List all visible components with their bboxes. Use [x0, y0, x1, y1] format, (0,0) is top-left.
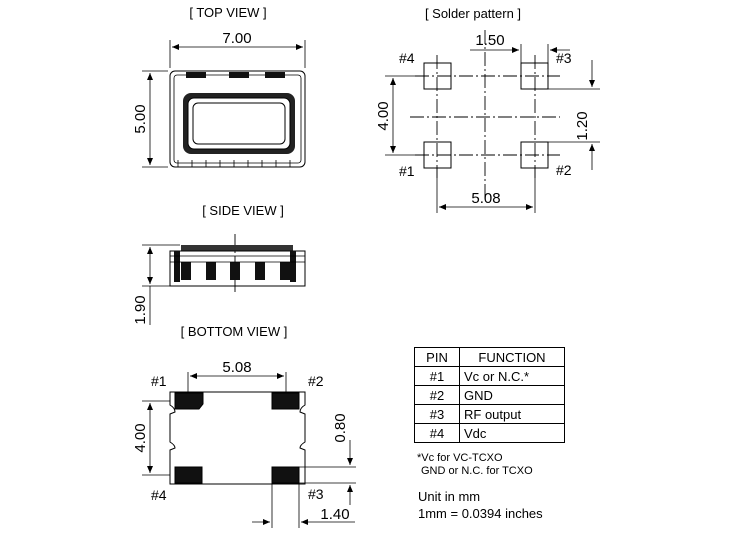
unit-note: Unit in mm: [418, 489, 481, 504]
solder-title: [ Solder pattern ]: [425, 6, 521, 21]
function-cell: Vdc: [459, 423, 565, 443]
solder-height-dim: 4.00: [375, 101, 392, 130]
pin-function-table: PIN FUNCTION #1 Vc or N.C.* #2 GND #3 RF…: [414, 347, 565, 443]
top-height-dim: 5.00: [132, 104, 149, 133]
side-height-dim: 1.90: [132, 295, 149, 324]
unit-conversion: 1mm = 0.0394 inches: [418, 506, 543, 521]
bottom-pitch-dim: 5.08: [222, 359, 251, 376]
bottom-pin2-label: #2: [308, 373, 324, 389]
pin-cell: #3: [414, 404, 460, 424]
footnote-gnd: GND or N.C. for TCXO: [421, 465, 533, 477]
solder-pitch-top-dim: 1.50: [475, 32, 504, 49]
function-column-header: FUNCTION: [459, 347, 565, 367]
solder-pin3-label: #3: [556, 50, 572, 66]
bottom-pad-height-dim: 0.80: [332, 413, 349, 442]
table-row: #1 Vc or N.C.*: [414, 366, 565, 386]
table-header-row: PIN FUNCTION: [414, 347, 565, 367]
side-view-title: [ SIDE VIEW ]: [202, 203, 284, 218]
top-view-title: [ TOP VIEW ]: [189, 5, 266, 20]
bottom-pin4-label: #4: [151, 487, 167, 503]
function-cell: RF output: [459, 404, 565, 424]
bottom-height-dim: 4.00: [132, 423, 149, 452]
table-row: #3 RF output: [414, 404, 565, 424]
solder-pin1-label: #1: [399, 163, 415, 179]
pin-cell: #2: [414, 385, 460, 405]
top-width-dim: 7.00: [222, 30, 251, 47]
pin-cell: #4: [414, 423, 460, 443]
bottom-view: [ BOTTOM VIEW ] 5.08 4.00 0.80 1.40 #1 #…: [132, 324, 356, 528]
function-cell: Vc or N.C.*: [459, 366, 565, 386]
bottom-pin1-label: #1: [151, 373, 167, 389]
solder-pitch-bottom-dim: 5.08: [471, 190, 500, 207]
bottom-view-title: [ BOTTOM VIEW ]: [181, 324, 288, 339]
top-view: [ TOP VIEW ] 7.00 5.00: [132, 5, 306, 168]
table-row: #2 GND: [414, 385, 565, 405]
pin-cell: #1: [414, 366, 460, 386]
pin-column-header: PIN: [414, 347, 460, 367]
table-row: #4 Vdc: [414, 423, 565, 443]
solder-pin2-label: #2: [556, 162, 572, 178]
function-cell: GND: [459, 385, 565, 405]
bottom-pad-width-dim: 1.40: [320, 506, 349, 523]
solder-pad-dim: 1.20: [574, 111, 591, 140]
footnote-vc: *Vc for VC-TCXO: [417, 452, 503, 464]
side-view: [ SIDE VIEW ] 1.90: [132, 203, 306, 325]
solder-pattern-view: [ Solder pattern ] 1.50 4.00 1.20: [375, 6, 600, 213]
solder-pin4-label: #4: [399, 50, 415, 66]
bottom-pin3-label: #3: [308, 486, 324, 502]
